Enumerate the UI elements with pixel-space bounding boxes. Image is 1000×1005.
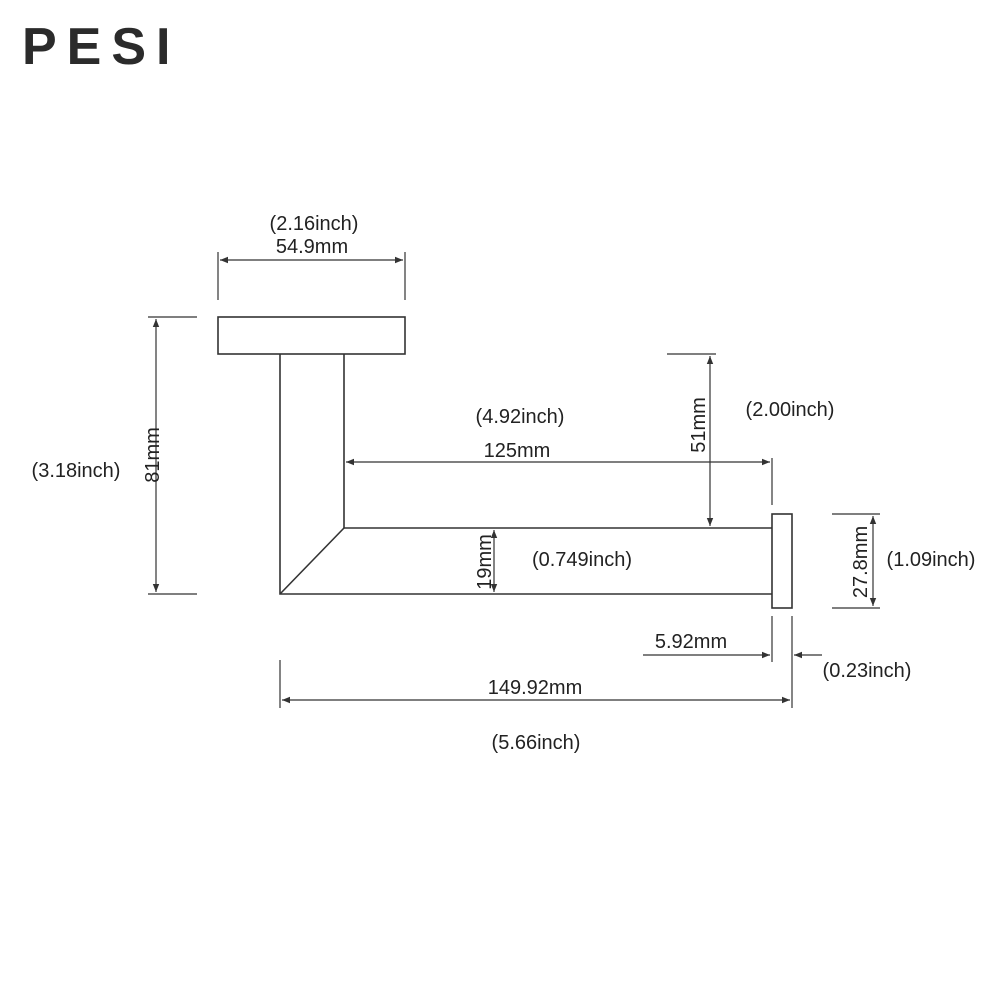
wall-mount-base: [217, 316, 406, 355]
dim-arm-drop: 51mm (2.00inch): [667, 353, 835, 526]
dim-base-width: (2.16inch) 54.9mm: [217, 213, 406, 300]
dim-label-mm: 5.92mm: [655, 631, 727, 653]
dim-cap-height: 27.8mm (1.09inch): [832, 513, 976, 609]
dim-total-length: 149.92mm (5.66inch): [279, 660, 790, 754]
dim-label-inch: (4.92inch): [476, 406, 565, 428]
dim-label-mm: 125mm: [484, 440, 551, 462]
dim-label-mm: 54.9mm: [276, 236, 348, 258]
dim-label-inch: (2.16inch): [270, 213, 359, 235]
brand-logo: PESI: [22, 18, 181, 76]
dim-label-inch: (0.749inch): [532, 549, 632, 571]
arm-bend-line: [279, 527, 345, 595]
dim-label-mm: 149.92mm: [488, 677, 583, 699]
dim-total-height: 81mm (3.18inch): [32, 316, 197, 595]
dim-label-inch: (2.00inch): [746, 399, 835, 421]
dim-label-inch: (1.09inch): [887, 549, 976, 571]
dim-label-mm: 51mm: [688, 397, 710, 453]
end-cap: [771, 513, 793, 609]
dim-cap-width: 5.92mm (0.23inch): [643, 616, 911, 708]
dim-label-mm: 19mm: [474, 534, 496, 590]
dim-label-inch: (5.66inch): [492, 732, 581, 754]
product-outline: [217, 316, 793, 609]
dim-label-inch: (0.23inch): [823, 660, 912, 682]
dim-arm-thickness: 19mm (0.749inch): [474, 530, 632, 592]
dim-label-mm: 81mm: [142, 427, 164, 483]
arm-outer-edge: [279, 354, 772, 595]
dim-arm-length: (4.92inch) 125mm: [346, 406, 773, 505]
dim-label-mm: 27.8mm: [850, 526, 872, 598]
dim-label-inch: (3.18inch): [32, 460, 121, 482]
